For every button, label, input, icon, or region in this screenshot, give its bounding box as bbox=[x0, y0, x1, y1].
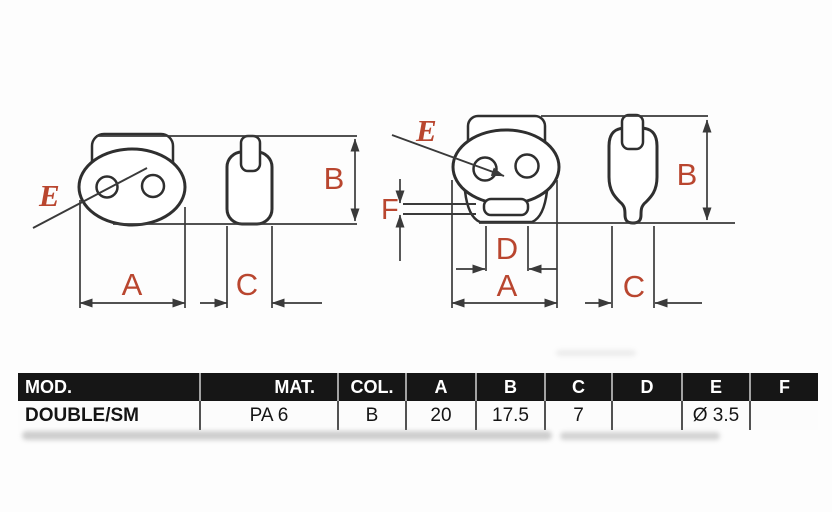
left-label-c: C bbox=[236, 267, 258, 302]
right-label-e: E bbox=[415, 113, 437, 148]
cell-color: B bbox=[337, 401, 406, 430]
col-header-mod: MOD. bbox=[18, 373, 200, 401]
spec-table-header-row: MOD. MAT. COL. A B C D E F bbox=[18, 373, 818, 401]
col-header-a: A bbox=[405, 373, 476, 401]
scan-smudge-small bbox=[556, 350, 636, 356]
right-side-body bbox=[607, 126, 659, 225]
col-header-c: C bbox=[544, 373, 612, 401]
scan-smudge-left bbox=[22, 431, 552, 440]
right-label-c: C bbox=[623, 269, 645, 304]
right-label-d: D bbox=[496, 231, 518, 266]
right-strap-slot bbox=[482, 197, 530, 217]
cell-model: DOUBLE/SM bbox=[18, 401, 200, 430]
right-side-toggle-button bbox=[620, 113, 645, 151]
cell-dim-c: 7 bbox=[544, 401, 612, 430]
dimension-drawings: E A C B bbox=[32, 113, 735, 308]
right-front-body bbox=[451, 128, 561, 206]
left-label-b: B bbox=[324, 161, 345, 196]
right-cord-hole-right bbox=[514, 153, 540, 179]
left-side-toggle-button bbox=[239, 134, 262, 173]
right-label-f: F bbox=[381, 194, 399, 226]
left-label-e: E bbox=[38, 178, 60, 213]
left-cord-hole-right bbox=[140, 173, 166, 199]
left-cord-hole-left bbox=[95, 175, 119, 199]
cell-dim-f bbox=[749, 401, 818, 430]
right-label-a: A bbox=[497, 268, 518, 303]
left-front-body bbox=[77, 147, 187, 227]
left-view-drawing: E A C B bbox=[32, 132, 360, 308]
right-view-drawing: E F D A B C bbox=[381, 113, 735, 308]
cell-dim-b: 17.5 bbox=[475, 401, 545, 430]
right-e-leader-line bbox=[391, 134, 505, 177]
cell-dim-d bbox=[611, 401, 682, 430]
left-label-a: A bbox=[122, 267, 143, 302]
spec-table: MOD. MAT. COL. A B C D E F DOUBLE/SM PA … bbox=[18, 373, 818, 430]
cell-dim-e: Ø 3.5 bbox=[681, 401, 750, 430]
col-header-f: F bbox=[749, 373, 818, 401]
spec-table-data-row: DOUBLE/SM PA 6 B 20 17.5 7 Ø 3.5 bbox=[18, 401, 818, 430]
left-e-leader-line bbox=[32, 167, 148, 229]
right-label-b: B bbox=[677, 157, 698, 192]
col-header-col: COL. bbox=[337, 373, 406, 401]
cell-dim-a: 20 bbox=[405, 401, 476, 430]
col-header-d: D bbox=[611, 373, 682, 401]
cell-material: PA 6 bbox=[199, 401, 338, 430]
col-header-b: B bbox=[475, 373, 545, 401]
col-header-mat: MAT. bbox=[199, 373, 338, 401]
scan-smudge-right bbox=[560, 432, 720, 440]
col-header-e: E bbox=[681, 373, 750, 401]
